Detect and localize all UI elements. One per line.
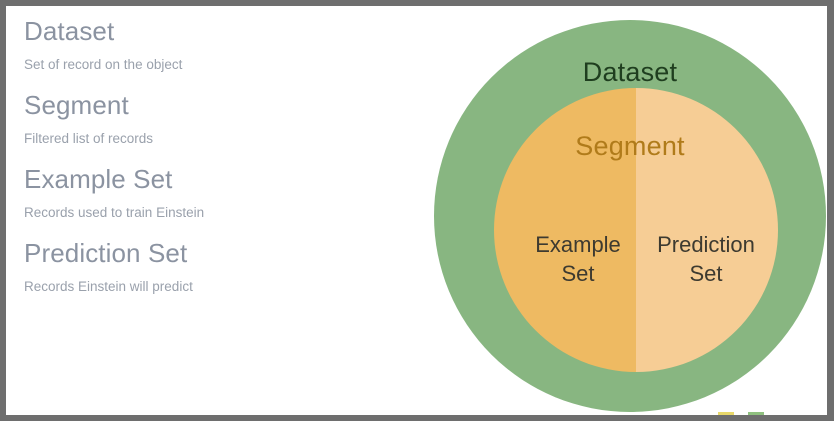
inner-segment-circle xyxy=(494,88,778,372)
glossary-desc-example-set: Records used to train Einstein xyxy=(24,205,205,220)
glossary-term-prediction-set: Prediction Set xyxy=(24,238,188,268)
dataset-circle-diagram: Dataset Segment Example Set Prediction S… xyxy=(428,6,827,415)
diagram-label-prediction-set-line1: Prediction xyxy=(657,232,755,257)
slide-canvas: Dataset Set of record on the object Segm… xyxy=(6,6,827,415)
glossary-term-dataset: Dataset xyxy=(24,16,115,46)
glossary-list: Dataset Set of record on the object Segm… xyxy=(24,12,424,308)
glossary-desc-dataset: Set of record on the object xyxy=(24,57,183,72)
glossary-item-dataset: Dataset Set of record on the object xyxy=(24,12,424,80)
glossary-term-example-set: Example Set xyxy=(24,164,173,194)
diagram-label-example-set: Example Set xyxy=(512,230,644,288)
glossary-term-segment: Segment xyxy=(24,90,129,120)
example-set-half xyxy=(494,88,636,372)
diagram-label-prediction-set: Prediction Set xyxy=(636,230,776,288)
glossary-item-segment: Segment Filtered list of records xyxy=(24,86,424,154)
glossary-item-prediction-set: Prediction Set Records Einstein will pre… xyxy=(24,234,424,302)
diagram-label-example-set-line1: Example xyxy=(535,232,621,257)
glossary-desc-segment: Filtered list of records xyxy=(24,131,154,146)
legend-swatch-green-icon xyxy=(748,412,764,415)
outer-dataset-circle: Dataset Segment Example Set Prediction S… xyxy=(434,20,826,412)
prediction-set-half xyxy=(636,88,778,372)
diagram-label-dataset: Dataset xyxy=(582,57,678,87)
glossary-desc-prediction-set: Records Einstein will predict xyxy=(24,279,193,294)
legend-swatch-yellow-icon xyxy=(718,412,734,415)
diagram-label-prediction-set-line2: Set xyxy=(689,261,723,286)
glossary-item-example-set: Example Set Records used to train Einste… xyxy=(24,160,424,228)
clipped-legend xyxy=(718,412,788,415)
diagram-label-segment: Segment xyxy=(575,131,685,161)
diagram-label-example-set-line2: Set xyxy=(561,261,595,286)
